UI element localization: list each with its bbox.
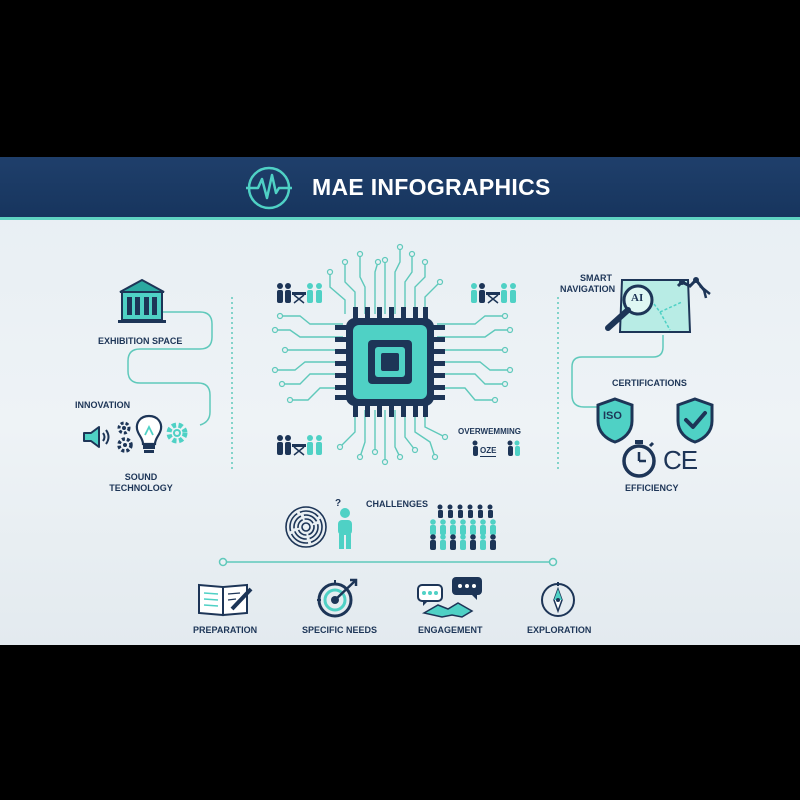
page-title: MAE INFOGRAPHICS [312, 174, 551, 200]
handshake-chat-icon [417, 577, 482, 618]
book-pencil-icon [198, 583, 253, 617]
iso-badge: ISO [603, 410, 622, 422]
target-icon [317, 578, 358, 618]
right-connector-line [571, 335, 664, 408]
overwhelming-sub-label: OZE [480, 446, 497, 457]
meeting-group-icon [277, 283, 322, 304]
sound-technology-line1: SOUND [124, 472, 158, 482]
iso-shield-icon [596, 397, 634, 444]
meeting-group-icon [471, 283, 516, 304]
crowd-icon [430, 504, 496, 550]
sound-technology-label: SOUND TECHNOLOGY [106, 472, 176, 494]
pulse-wave-icon [246, 166, 292, 210]
innovation-label: INNOVATION [75, 400, 131, 410]
efficiency-label: EFFICIENCY [625, 483, 679, 493]
divider-right [557, 297, 559, 472]
compass-icon [541, 582, 575, 617]
gears-icon [117, 421, 133, 453]
check-shield-icon [676, 397, 714, 444]
person-pair-icon [472, 440, 520, 456]
exploration-label: EXPLORATION [527, 625, 592, 635]
smart-navigation-line2: NAVIGATION [560, 284, 616, 294]
stopwatch-icon [622, 440, 656, 478]
exhibition-space-label: EXHIBITION SPACE [98, 336, 183, 346]
fingerprint-icon [285, 506, 327, 548]
ai-map-search-icon [605, 277, 711, 333]
meeting-group-icon [277, 435, 322, 456]
challenges-label: CHALLENGES [366, 499, 429, 509]
overwhelming-label: OVERWEMMING [458, 427, 521, 436]
smart-navigation-line1: SMART [580, 273, 612, 283]
timeline-line [218, 557, 558, 567]
sound-technology-line2: TECHNOLOGY [109, 483, 173, 493]
infographic-canvas: MAE INFOGRAPHICS EXHIBITION SPACE INNOVA… [0, 157, 800, 645]
gear-icon [166, 422, 188, 444]
smart-navigation-label: SMART NAVIGATION [560, 273, 615, 295]
divider-left [231, 297, 233, 472]
specific-needs-label: SPECIFIC NEEDS [302, 625, 378, 635]
ce-mark: CE [663, 445, 698, 475]
svg-text:?: ? [335, 498, 341, 509]
circuit-traces [271, 243, 514, 466]
ai-badge: AI [631, 292, 644, 304]
certifications-label: CERTIFICATIONS [612, 378, 687, 388]
preparation-label: PREPARATION [193, 625, 258, 635]
header-banner: MAE INFOGRAPHICS [0, 157, 800, 220]
speaker-icon [83, 426, 110, 448]
microchip-icon [335, 307, 445, 417]
engagement-label: ENGAGEMENT [418, 625, 483, 635]
building-icon [118, 278, 166, 323]
lightbulb-icon [135, 414, 163, 453]
thinking-person-icon: ? [335, 498, 352, 549]
left-connector-line [127, 311, 213, 426]
